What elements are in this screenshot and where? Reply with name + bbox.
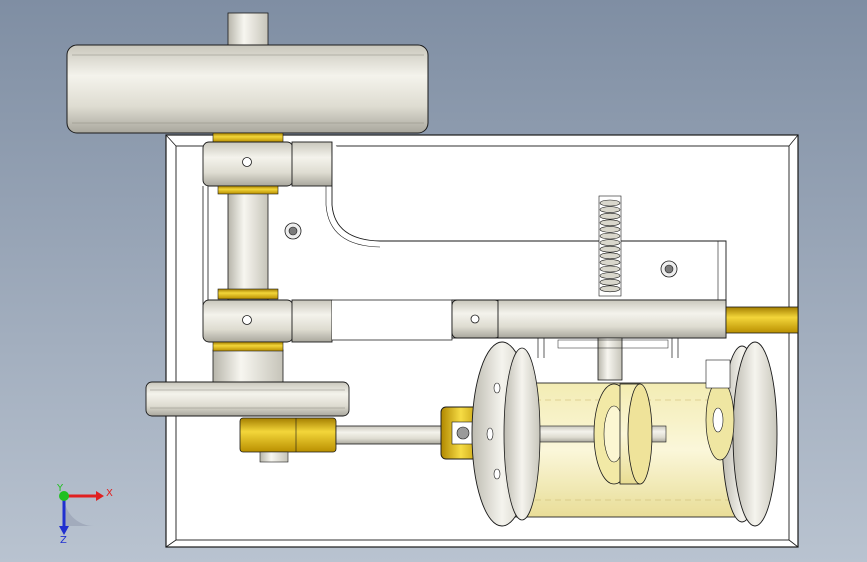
displacer-piston[interactable] bbox=[593, 383, 667, 485]
spring-coil bbox=[599, 259, 621, 266]
bolt-hole-icon bbox=[493, 468, 501, 480]
coordinate-triad[interactable]: X Y Z bbox=[56, 483, 113, 546]
y-axis-dot bbox=[59, 491, 69, 501]
flywheel-large[interactable] bbox=[66, 44, 429, 134]
spring-coil bbox=[599, 245, 621, 253]
bolt-hole-icon bbox=[242, 315, 252, 325]
brass-bushing-upper-mid[interactable] bbox=[217, 185, 279, 195]
x-axis-arrow-head bbox=[96, 491, 104, 501]
pulley-small[interactable] bbox=[145, 381, 350, 417]
z-axis-label: Z bbox=[60, 535, 67, 546]
rocker-arm[interactable] bbox=[451, 299, 727, 339]
connecting-rod[interactable] bbox=[335, 425, 445, 445]
z-axis-arrow-head bbox=[59, 526, 69, 535]
bolt-hole-icon bbox=[493, 382, 501, 394]
brass-bushing-top[interactable] bbox=[212, 132, 284, 143]
shaft-top-stub[interactable] bbox=[227, 12, 269, 46]
cylinder-flange-right[interactable] bbox=[705, 341, 778, 527]
spring-coil bbox=[599, 265, 621, 273]
spring-coil bbox=[599, 285, 621, 293]
spring-coil bbox=[599, 206, 621, 213]
spring-coil bbox=[599, 252, 621, 260]
spring-coil bbox=[599, 278, 621, 286]
spring-coil bbox=[599, 212, 621, 220]
bearing-block-top[interactable] bbox=[202, 141, 333, 187]
bolt-hole-icon bbox=[242, 157, 252, 167]
spring-coil bbox=[599, 272, 621, 279]
spring-coil bbox=[599, 219, 621, 227]
brass-bushing-bottom[interactable] bbox=[212, 341, 284, 352]
spring-coil bbox=[599, 199, 621, 207]
brass-rod-right[interactable] bbox=[725, 306, 799, 334]
cylinder-flange-left[interactable] bbox=[471, 341, 541, 527]
spring-coil bbox=[599, 232, 621, 240]
x-axis-label: X bbox=[106, 488, 113, 499]
cylinder-supports bbox=[537, 338, 679, 358]
adjusting-spring[interactable] bbox=[597, 195, 623, 381]
brass-bushing-lower-mid[interactable] bbox=[217, 288, 279, 300]
displacer-cylinder[interactable] bbox=[484, 382, 741, 518]
spring-coil bbox=[599, 226, 621, 233]
spring-coil bbox=[599, 239, 621, 246]
spring-coils-icon bbox=[599, 199, 621, 293]
pivot-icon bbox=[470, 314, 480, 324]
crankshaft[interactable] bbox=[212, 191, 284, 383]
bearing-block-bottom[interactable] bbox=[202, 299, 453, 343]
y-axis-label: Y bbox=[56, 483, 64, 494]
frame-arm[interactable] bbox=[202, 142, 727, 305]
